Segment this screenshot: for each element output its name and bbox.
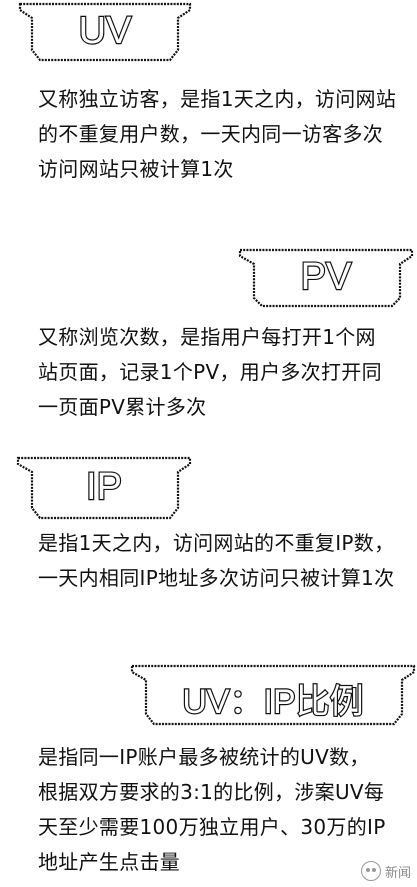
banner-ip-title: IP — [85, 465, 123, 509]
watermark-text: 新闻 — [384, 865, 411, 881]
banner-pv-shape — [238, 248, 414, 308]
section-uv-text: 又称独立访客，是指1天之内，访问网站 的不重复用户数，一天内同一访客多次 访问网… — [38, 82, 409, 187]
text-line: 根据双方要求的3:1的比例，涉案UV每 — [38, 780, 385, 804]
text-line: 的不重复用户数，一天内同一访客多次 — [38, 122, 384, 146]
banner-pv: PV — [238, 246, 414, 308]
banner-ip-shape — [16, 456, 192, 520]
section-ratio-text: 是指同一IP账户最多被统计的UV数， 根据双方要求的3:1的比例，涉案UV每 天… — [38, 740, 409, 880]
banner-pv-title: PV — [299, 255, 352, 299]
banner-ratio-title: UV：IP比例 — [181, 682, 365, 722]
banner-uv-title: UV — [77, 9, 132, 53]
text-line: 又称独立访客，是指1天之内，访问网站 — [38, 87, 397, 111]
banner-uv-shape — [18, 2, 192, 62]
wechat-icon — [360, 861, 381, 881]
text-line: 是指同一IP账户最多被统计的UV数， — [38, 745, 370, 769]
banner-ratio: UV：IP比例 — [130, 660, 416, 726]
text-line: 访问网站只被计算1次 — [38, 157, 234, 181]
text-line: 天至少需要100万独立用户、30万的IP — [38, 815, 386, 839]
text-line: 站页面，记录1个PV，用户多次打开同 — [38, 360, 382, 384]
text-line: 一页面PV累计多次 — [38, 395, 207, 419]
text-line: 一天内相同IP地址多次访问只被计算1次 — [38, 566, 395, 590]
banner-uv: UV — [18, 0, 192, 62]
watermark: 新闻 — [360, 861, 411, 881]
text-line: 地址产生点击量 — [38, 850, 181, 874]
banner-ip: IP — [16, 454, 192, 520]
text-line: 是指1天之内，访问网站的不重复IP数， — [38, 531, 395, 555]
banner-ratio-shape — [130, 664, 416, 726]
text-line: 又称浏览次数，是指用户每打开1个网 — [38, 325, 376, 349]
section-ip-text: 是指1天之内，访问网站的不重复IP数， 一天内相同IP地址多次访问只被计算1次 — [38, 526, 409, 596]
section-pv-text: 又称浏览次数，是指用户每打开1个网 站页面，记录1个PV，用户多次打开同 一页面… — [38, 320, 409, 425]
